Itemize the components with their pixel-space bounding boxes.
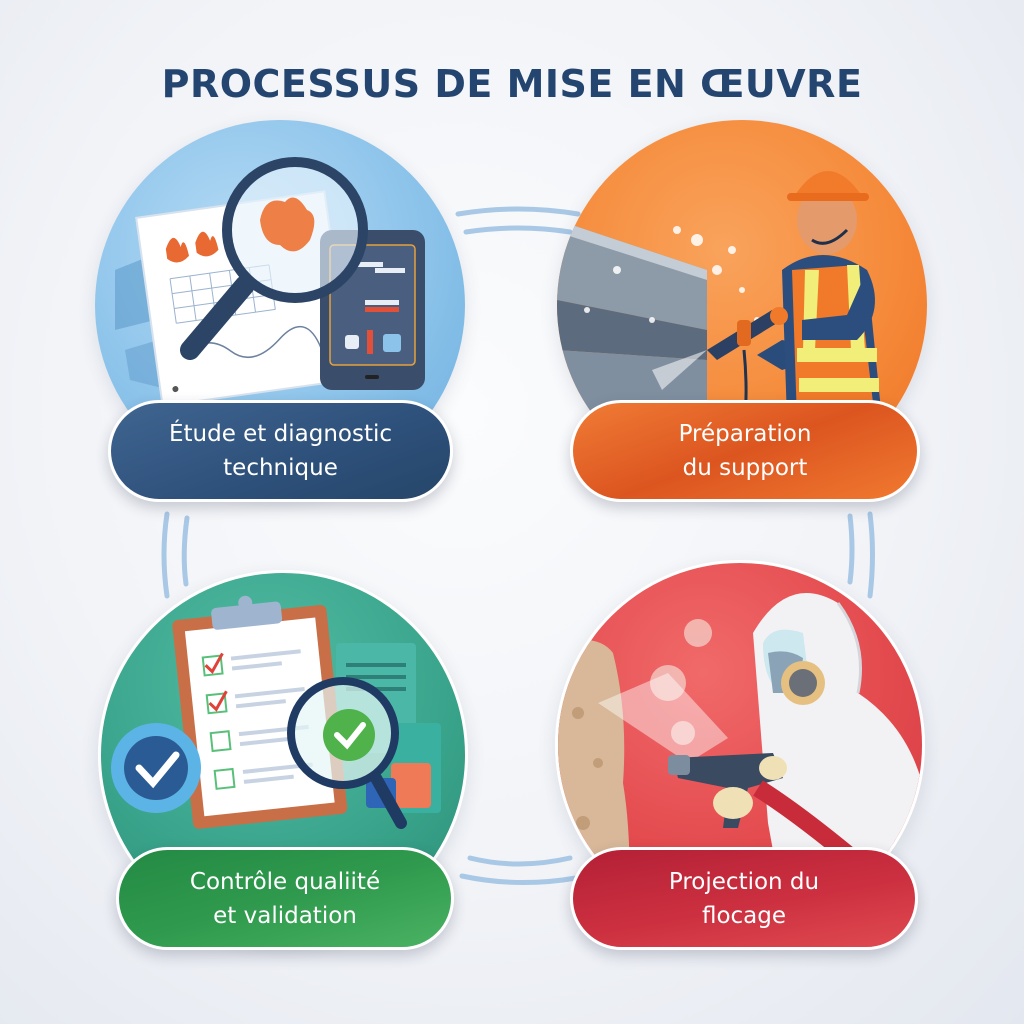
step-projection-flocage: Projection du flocage: [550, 560, 950, 980]
step-preparation-support: Préparation du support: [552, 120, 952, 540]
step-etude-diagnostic: Étude et diagnostic technique: [90, 120, 490, 540]
step-3-illustration: [98, 570, 468, 940]
step-4-label-pill: Projection du flocage: [570, 847, 918, 950]
step-2-label-line2: du support: [682, 455, 808, 481]
step-1-label-line2: technique: [223, 455, 338, 481]
step-4-label-line2: flocage: [701, 902, 787, 929]
step-1-label-line1: Étude et diagnostic: [168, 421, 393, 447]
step-2-label-line1: Préparation: [678, 421, 812, 447]
step-2-label-pill: Préparation du support: [570, 400, 920, 502]
page-title: PROCESSUS DE MISE EN ŒUVRE: [161, 62, 863, 106]
connector-left: [161, 511, 190, 599]
step-4-label-line1: Projection du: [668, 868, 820, 895]
connector-top: [455, 206, 581, 235]
connector-right: [847, 511, 875, 599]
step-3-label-line2: et validation: [213, 902, 357, 929]
step-1-label-pill: Étude et diagnostic technique: [108, 400, 453, 502]
step-controle-qualite: Contrôle qualiité et validation: [98, 570, 498, 990]
step-3-label-pill: Contrôle qualiité et validation: [116, 847, 454, 950]
connector-bottom: [459, 855, 579, 886]
step-3-label-line1: Contrôle qualiité: [189, 868, 381, 895]
